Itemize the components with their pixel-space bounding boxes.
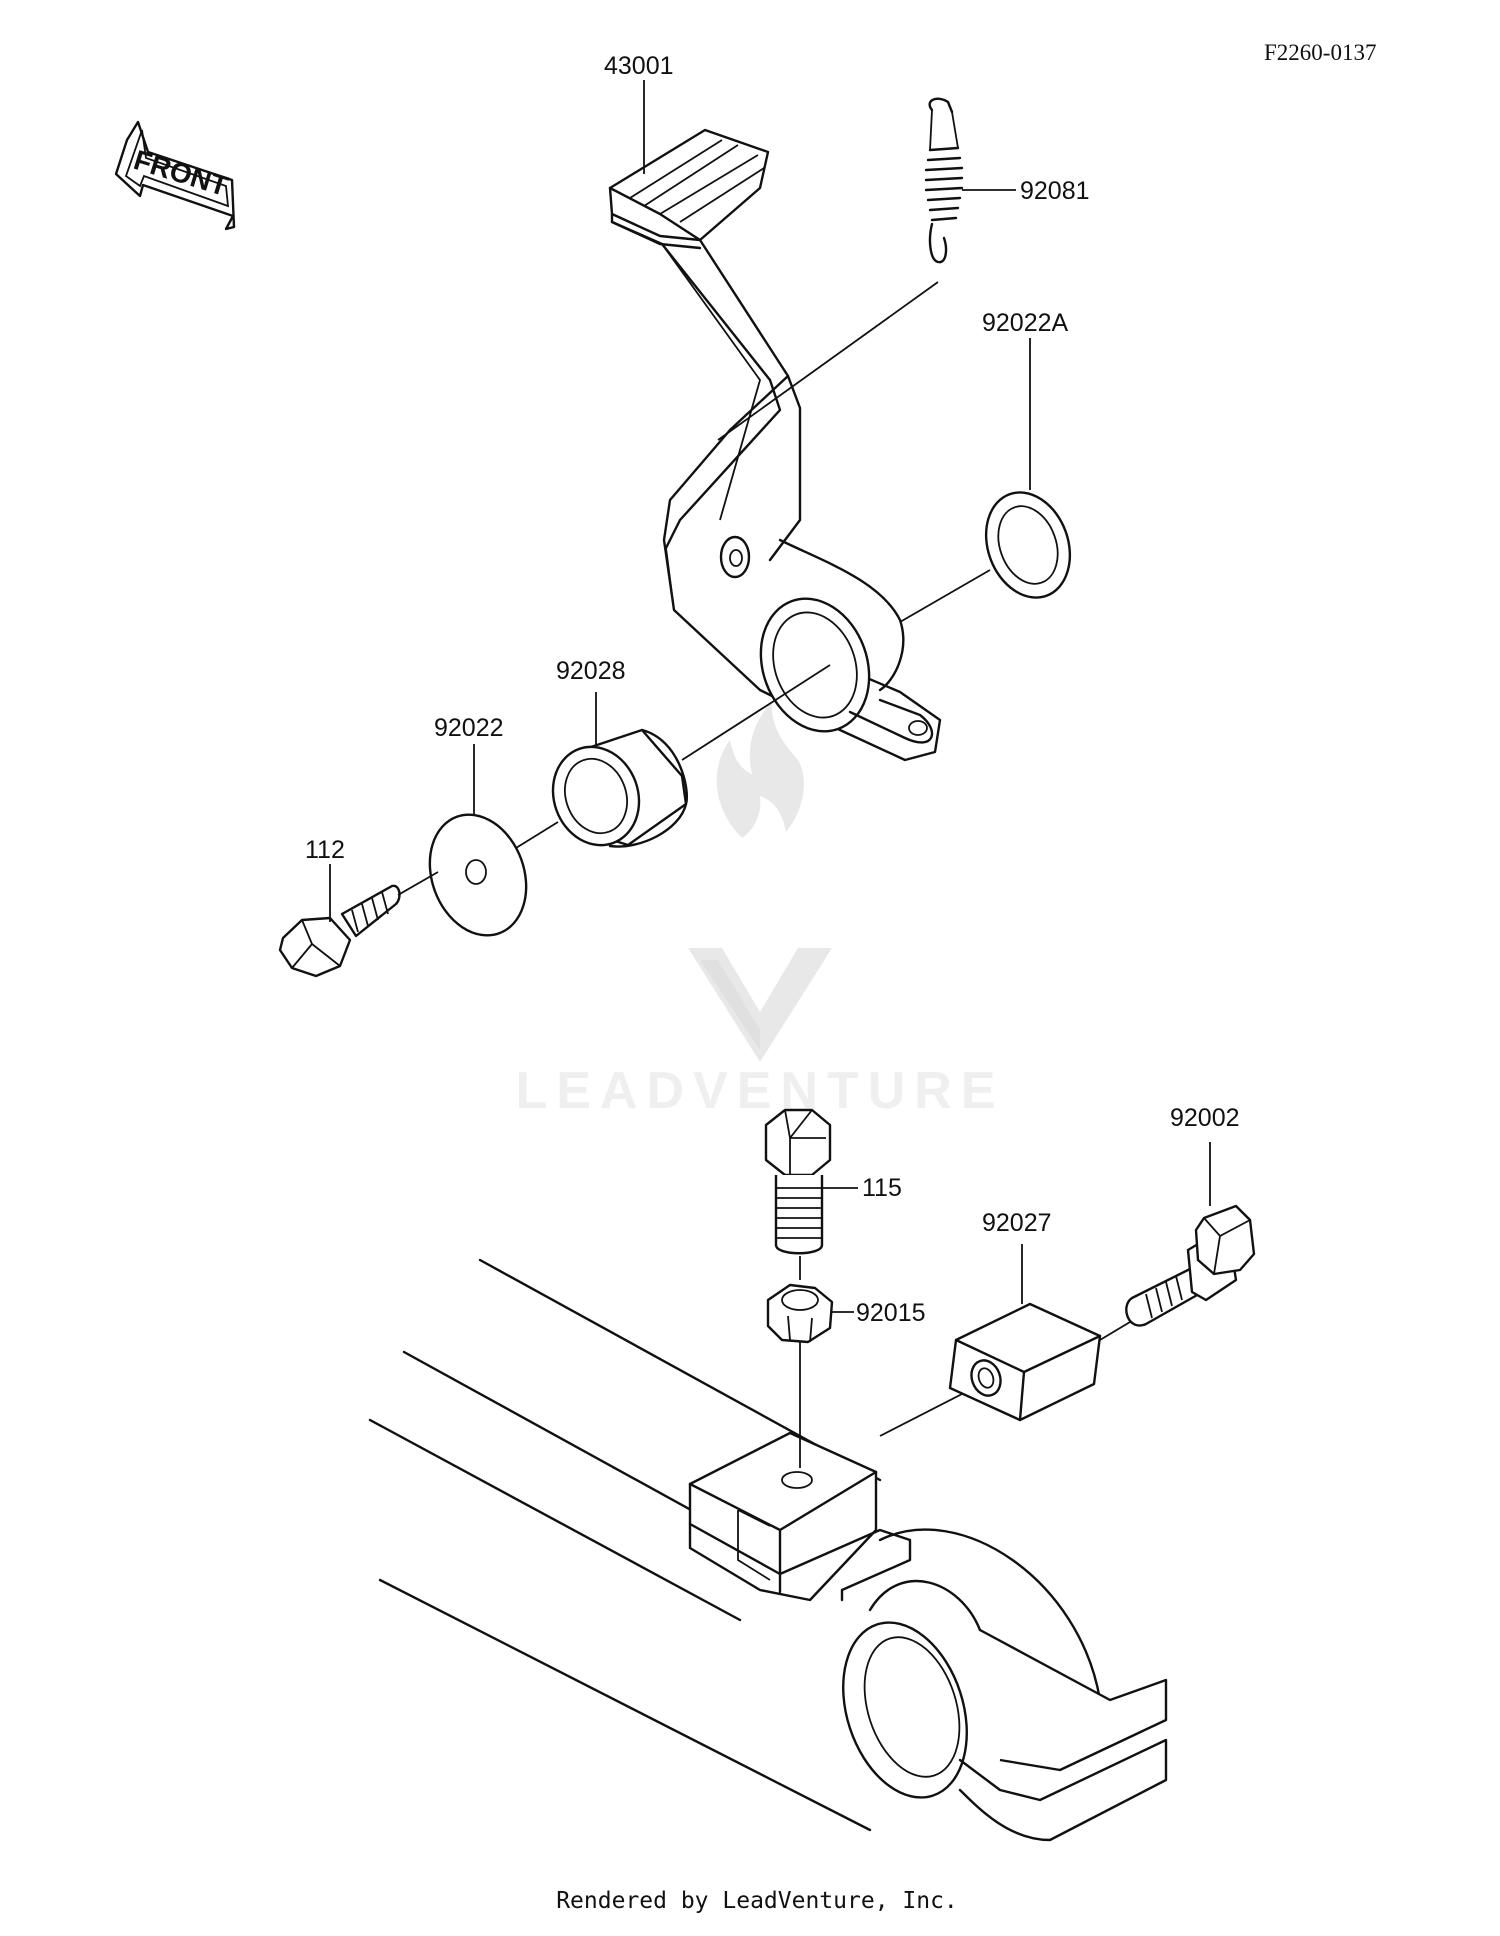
assembly-line bbox=[899, 569, 991, 623]
part-label-92022: 92022 bbox=[434, 714, 504, 742]
watermark-text: LEADVENTURE bbox=[515, 1062, 1004, 1120]
part-label-115: 115 bbox=[862, 1174, 902, 1202]
bolt-115-part bbox=[764, 1108, 832, 1255]
part-label-92027: 92027 bbox=[982, 1209, 1052, 1237]
assembly-line bbox=[515, 821, 559, 849]
leadventure-watermark: LEADVENTURE bbox=[515, 702, 1004, 1120]
washer-part bbox=[428, 813, 528, 937]
footer-credit: Rendered by LeadVenture, Inc. bbox=[556, 1888, 958, 1914]
diagram-id: F2260-0137 bbox=[1264, 40, 1376, 65]
washer-a-part bbox=[984, 491, 1072, 599]
part-label-112: 112 bbox=[305, 836, 345, 864]
assembly-line bbox=[397, 871, 439, 896]
part-label-43001: 43001 bbox=[604, 52, 674, 80]
assembly-line bbox=[879, 1393, 963, 1437]
bolt-112-part bbox=[278, 884, 401, 978]
part-label-92081: 92081 bbox=[1020, 177, 1090, 205]
spring-leader-line bbox=[717, 281, 939, 441]
bolt-92002-part bbox=[1125, 1204, 1256, 1327]
part-label-92028: 92028 bbox=[556, 657, 626, 685]
part-label-92002: 92002 bbox=[1170, 1104, 1240, 1132]
brake-pedal-part bbox=[608, 128, 942, 762]
callouts: 43001 92081 92022A 92028 92022 112 115 9… bbox=[305, 52, 1240, 1327]
spring-part bbox=[924, 97, 964, 264]
swingarm-frame-part bbox=[368, 1258, 1168, 1842]
front-arrow-icon: FRONT bbox=[114, 120, 236, 231]
part-label-92022a: 92022A bbox=[982, 309, 1069, 337]
nut-part bbox=[766, 1283, 834, 1344]
part-label-92015: 92015 bbox=[856, 1299, 926, 1327]
assembly-line bbox=[681, 664, 831, 761]
block-part bbox=[948, 1302, 1102, 1422]
collar-part bbox=[551, 728, 688, 848]
